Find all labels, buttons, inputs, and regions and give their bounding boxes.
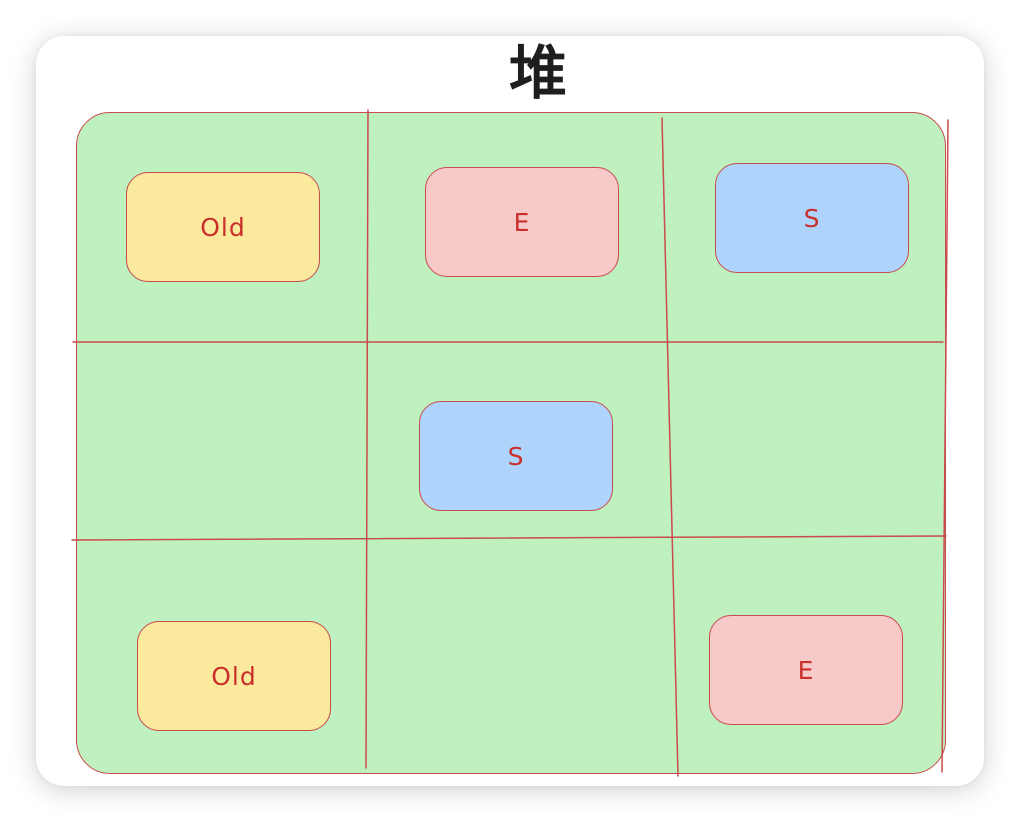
region-old-r3c1: Old (137, 621, 331, 731)
region-survivor-r2c2: S (419, 401, 613, 511)
region-label: E (513, 207, 531, 237)
region-label: Old (200, 212, 246, 242)
region-eden-r3c3: E (709, 615, 903, 725)
region-label: E (797, 655, 815, 685)
region-label: Old (211, 661, 257, 691)
region-survivor-r1c3: S (715, 163, 909, 273)
region-label: S (803, 203, 821, 233)
region-label: S (507, 441, 525, 471)
region-old-r1c1: Old (126, 172, 320, 282)
diagram-title: 堆 (508, 39, 567, 107)
region-eden-r1c2: E (425, 167, 619, 277)
